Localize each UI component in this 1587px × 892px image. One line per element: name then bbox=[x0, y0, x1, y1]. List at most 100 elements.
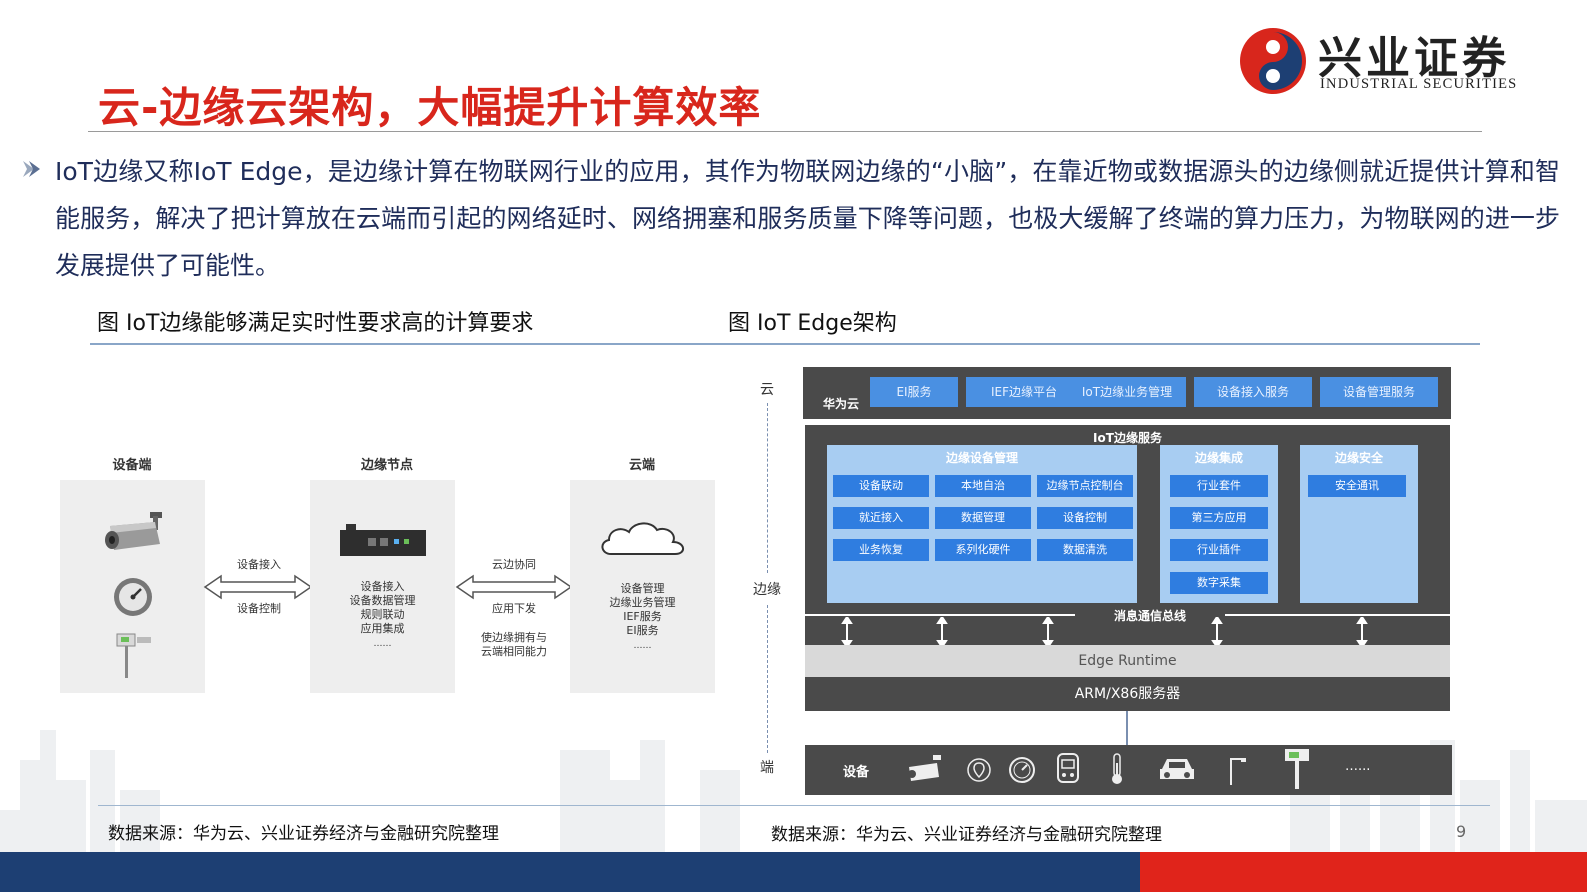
cloud-line-2: 边缘业务管理 bbox=[609, 596, 676, 609]
edge-security-box: 边缘安全 安全通讯 bbox=[1300, 445, 1418, 607]
huawei-cloud-label: 华为云 bbox=[823, 397, 860, 411]
message-bus-label: 消息通信总线 bbox=[1075, 607, 1225, 624]
arrow2-bottom-label-2: 云端相同能力 bbox=[481, 645, 547, 658]
device-panel bbox=[60, 480, 205, 693]
column-title-cloud: 云端 bbox=[628, 458, 655, 473]
source-left: 数据来源：华为云、兴业证券经济与金融研究院整理 bbox=[108, 824, 499, 844]
device-layer-label: 设备 bbox=[843, 765, 870, 780]
figure-left: 设备端 边缘节点 云端 设备接入 设备控制 bbox=[55, 440, 720, 700]
logo-english-name: INDUSTRIAL SECURITIES bbox=[1320, 76, 1518, 92]
gauge-icon bbox=[1009, 757, 1035, 783]
layer-label-cloud: 云 bbox=[760, 382, 774, 398]
ei-item: 行业套件 bbox=[1170, 475, 1268, 497]
figure-left-caption: 图 IoT边缘能够满足实时性要求高的计算要求 bbox=[97, 311, 534, 336]
edge-runtime-bar: Edge Runtime bbox=[805, 645, 1450, 677]
device-layer: 设备 bbox=[805, 745, 1452, 795]
double-arrow-icon bbox=[455, 574, 573, 600]
logo-chinese-name: 兴业证券 bbox=[1318, 33, 1510, 84]
arrow2-mid-label: 应用下发 bbox=[492, 602, 536, 615]
edge-device-mgmt-box: 边缘设备管理 设备联动 本地自治 边缘节点控制台 就近接入 数据管理 设备控制 … bbox=[827, 445, 1137, 607]
cloud-line-5: …… bbox=[633, 641, 652, 651]
cloud-service-device-mgmt: 设备管理服务 bbox=[1320, 377, 1438, 407]
figure-right-caption: 图 IoT Edge架构 bbox=[728, 311, 897, 336]
iot-edge-service-title: IoT边缘服务 bbox=[1093, 431, 1162, 445]
cloud-line-3: IEF服务 bbox=[623, 610, 662, 623]
edge-integration-title: 边缘集成 bbox=[1194, 451, 1243, 465]
arrow1-top-label: 设备接入 bbox=[237, 558, 281, 571]
edge-gateway-icon bbox=[340, 524, 426, 556]
company-logo: 兴业证券 INDUSTRIAL SECURITIES bbox=[1238, 22, 1558, 98]
edm-item: 设备控制 bbox=[1037, 507, 1133, 529]
edge-line-1: 设备接入 bbox=[360, 580, 405, 593]
column-title-edge: 边缘节点 bbox=[360, 458, 413, 473]
edge-security-title: 边缘安全 bbox=[1334, 451, 1383, 465]
layer-divider-line bbox=[767, 403, 768, 573]
edm-item: 本地自治 bbox=[935, 475, 1031, 497]
ei-item: 第三方应用 bbox=[1170, 507, 1268, 529]
caption-divider bbox=[90, 343, 1480, 345]
source-right: 数据来源：华为云、兴业证券经济与金融研究院整理 bbox=[771, 825, 1162, 845]
cloud-panel: 设备管理 边缘业务管理 IEF服务 EI服务 …… bbox=[570, 480, 715, 693]
double-arrow-icon bbox=[203, 574, 313, 600]
cloud-layer: 华为云 EI服务 IEF边缘平台 IoT边缘业务管理 设备接入服务 设备管理服务 bbox=[803, 367, 1451, 419]
cloud-line-4: EI服务 bbox=[626, 624, 659, 637]
layer-label-edge: 边缘 bbox=[753, 582, 781, 598]
edge-line-3: 规则联动 bbox=[360, 608, 405, 621]
page-title: 云-边缘云架构，大幅提升计算效率 bbox=[98, 83, 762, 132]
smart-meter-icon bbox=[1057, 753, 1079, 783]
gauge-icon bbox=[114, 578, 152, 616]
es-item: 安全通讯 bbox=[1308, 475, 1406, 497]
thermometer-icon bbox=[1112, 753, 1122, 784]
edm-item: 就近接入 bbox=[833, 507, 929, 529]
edge-node-panel: 设备接入 设备数据管理 规则联动 应用集成 …… bbox=[310, 480, 455, 693]
sensor-icon bbox=[116, 633, 151, 678]
edge-line-2: 设备数据管理 bbox=[349, 594, 416, 607]
city-skyline-background bbox=[0, 730, 1587, 860]
column-title-device: 设备端 bbox=[112, 458, 152, 473]
connector-line bbox=[1126, 711, 1128, 745]
device-more: …... bbox=[1345, 759, 1371, 774]
edm-item: 数据管理 bbox=[935, 507, 1031, 529]
arrow2-top-label: 云边协同 bbox=[492, 558, 536, 571]
street-lamp-icon bbox=[1230, 758, 1246, 785]
layer-divider-line bbox=[767, 605, 768, 753]
camera-icon bbox=[105, 512, 162, 550]
iot-edge-service-layer: IoT边缘服务 边缘设备管理 设备联动 本地自治 边缘节点控制台 就近接入 数据… bbox=[805, 425, 1450, 613]
cloud-service-ei: EI服务 bbox=[870, 377, 958, 407]
edge-integration-box: 边缘集成 行业套件 第三方应用 行业插件 数字采集 bbox=[1160, 445, 1278, 607]
figure-right: 云 边缘 端 华为云 EI服务 IEF边缘平台 IoT边缘业务管理 设备接入服务… bbox=[748, 365, 1458, 800]
cloud-service-iot-edge-mgmt: IoT边缘业务管理 bbox=[1068, 377, 1186, 407]
arrow2-bottom-label-1: 使边缘拥有与 bbox=[481, 631, 547, 644]
camera-icon bbox=[908, 755, 941, 781]
message-bus-area: 消息通信总线 bbox=[805, 603, 1450, 649]
source-divider bbox=[98, 805, 1490, 806]
cloud-service-device-access: 设备接入服务 bbox=[1194, 377, 1312, 407]
edm-item: 数据清洗 bbox=[1037, 539, 1133, 561]
edm-item: 边缘节点控制台 bbox=[1037, 475, 1133, 497]
cloud-icon bbox=[601, 522, 684, 555]
logo-mark-icon bbox=[1240, 28, 1306, 94]
title-divider bbox=[88, 131, 1482, 132]
body-paragraph: IoT边缘又称IoT Edge，是边缘计算在物联网行业的应用，其作为物联网边缘的… bbox=[55, 157, 1560, 280]
car-icon bbox=[1160, 759, 1194, 779]
layer-label-end: 端 bbox=[760, 760, 774, 776]
footer-bar-blue bbox=[0, 852, 1140, 892]
sensor-icon bbox=[1285, 749, 1309, 789]
edge-line-4: 应用集成 bbox=[360, 622, 405, 635]
ei-item: 行业插件 bbox=[1170, 539, 1268, 561]
edm-item: 系列化硬件 bbox=[935, 539, 1031, 561]
bullet-arrow-icon bbox=[23, 161, 40, 177]
edm-item: 设备联动 bbox=[833, 475, 929, 497]
edge-device-mgmt-title: 边缘设备管理 bbox=[945, 451, 1018, 465]
cloud-line-1: 设备管理 bbox=[620, 582, 665, 595]
ei-item: 数字采集 bbox=[1170, 572, 1268, 594]
edm-item: 业务恢复 bbox=[833, 539, 929, 561]
cloud-service-ief: IEF边缘平台 bbox=[966, 377, 1082, 407]
location-pin-icon bbox=[967, 758, 991, 782]
footer-bar-red bbox=[1140, 852, 1587, 892]
page-number: 9 bbox=[1456, 822, 1467, 841]
server-bar: ARM/X86服务器 bbox=[805, 677, 1450, 711]
arrow1-bottom-label: 设备控制 bbox=[237, 602, 281, 615]
edge-line-5: …… bbox=[373, 639, 392, 649]
bus-arrows-icon bbox=[841, 617, 1368, 647]
